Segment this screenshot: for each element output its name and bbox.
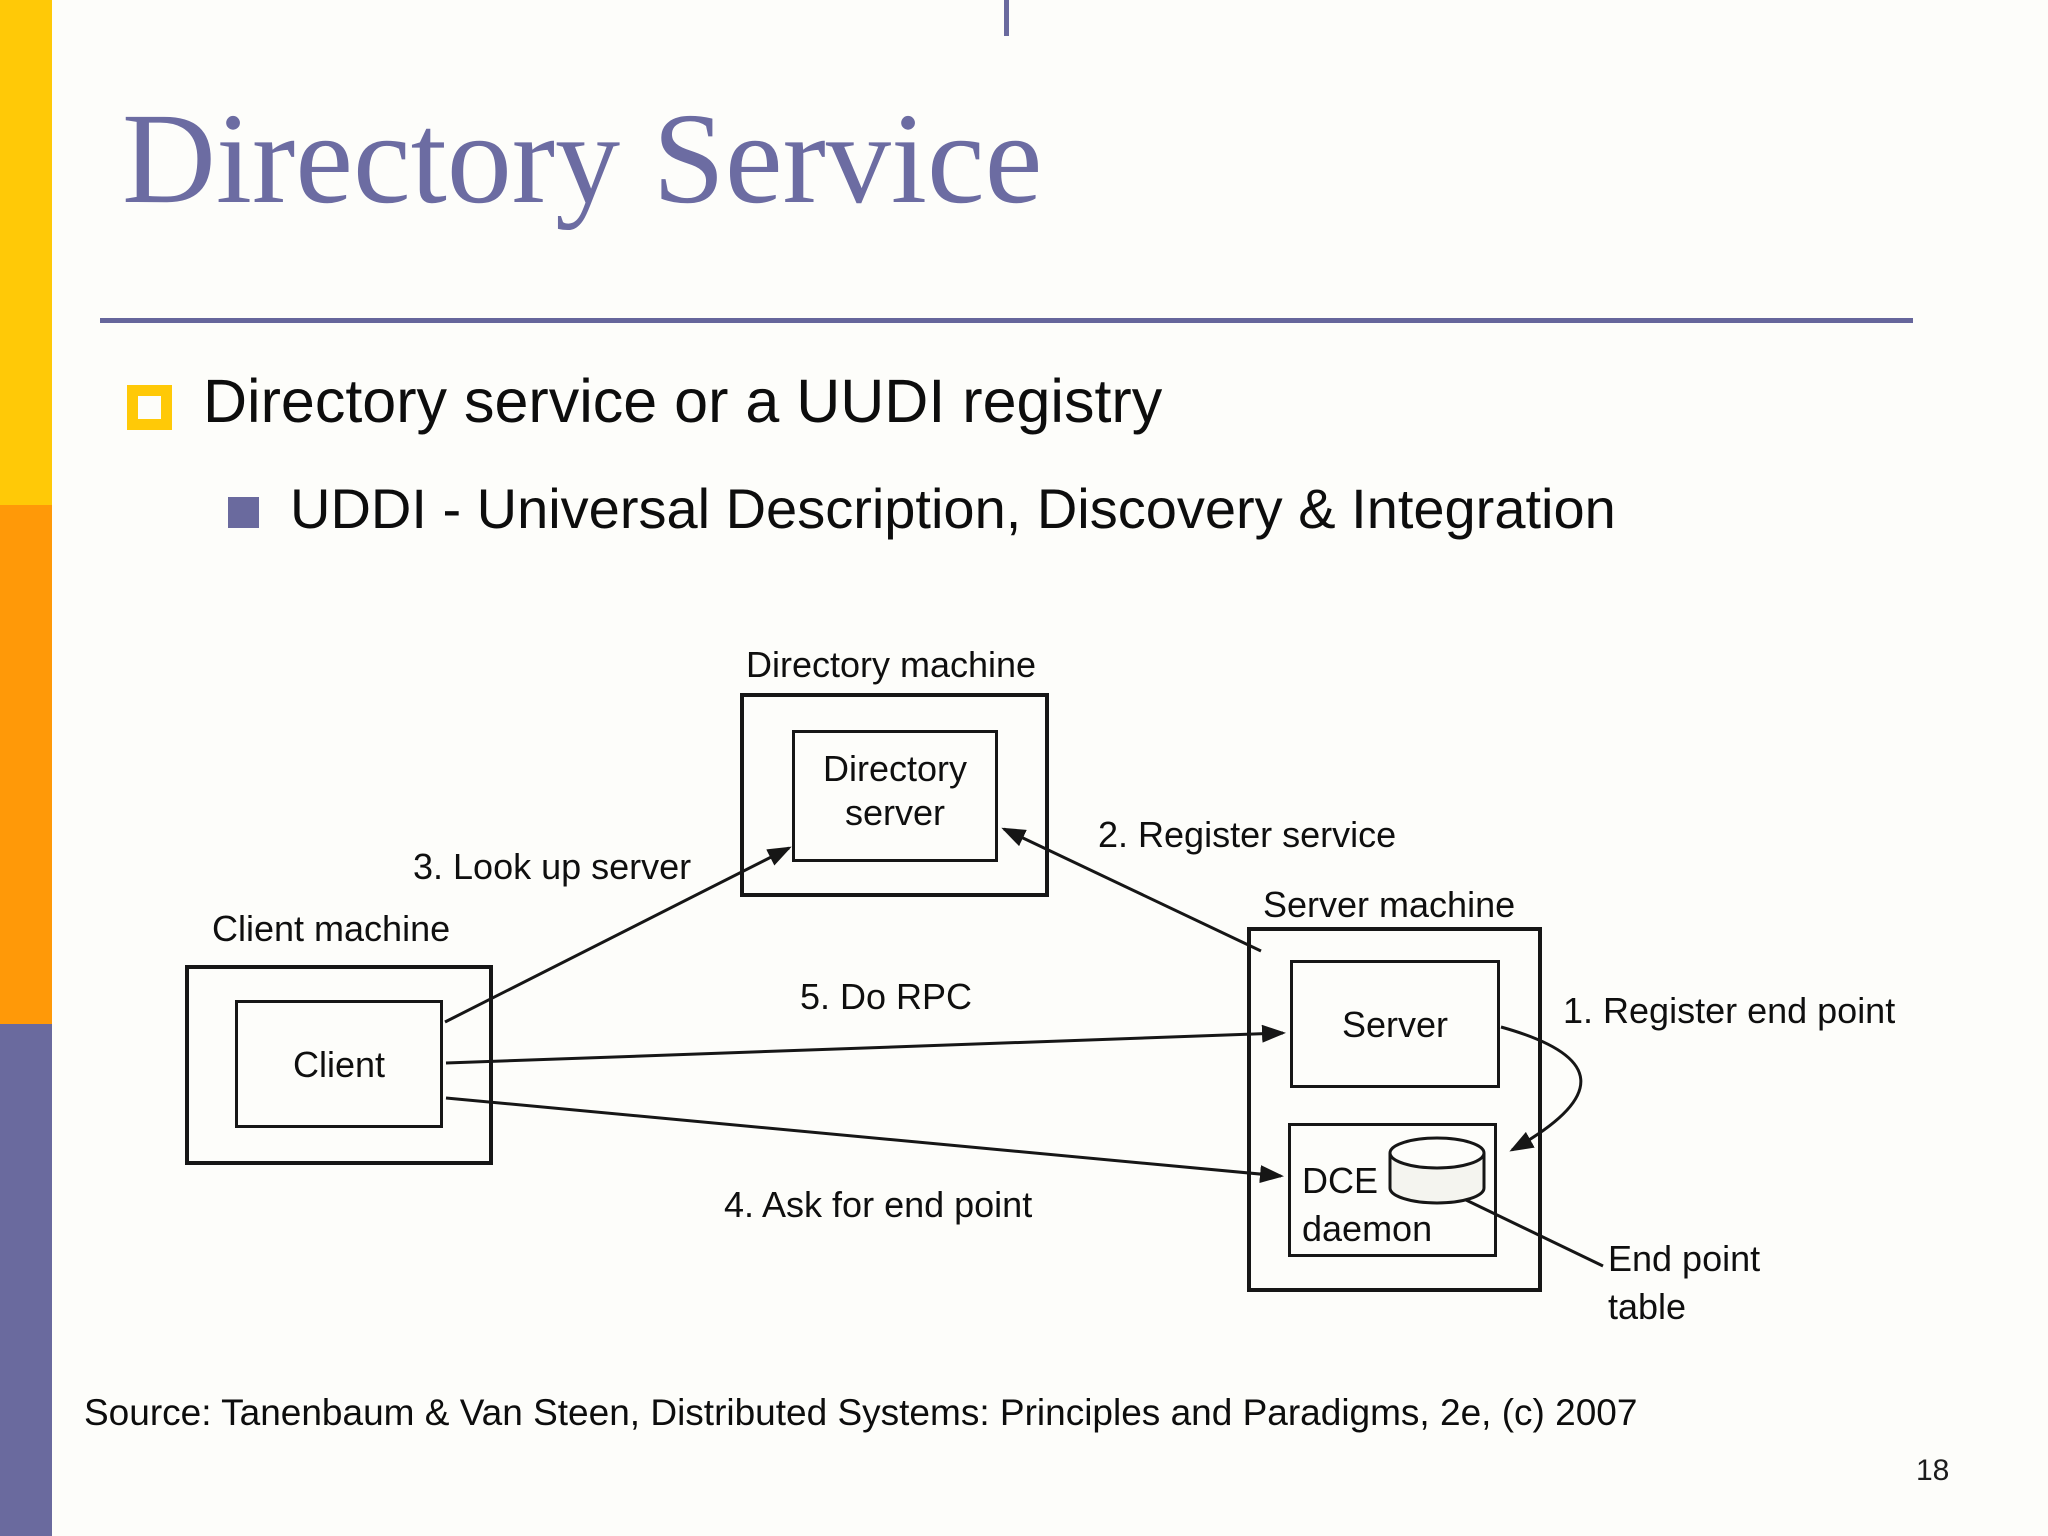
server-label: Server <box>1341 1004 1449 1045</box>
directory-server-label-line2: server <box>844 792 946 833</box>
bullet-square-hollow-icon <box>127 385 172 430</box>
client-machine-label: Client machine <box>212 908 451 949</box>
endpoint-table-label-line1: End point <box>1608 1238 1761 1279</box>
directory-machine-box <box>740 693 1049 897</box>
directory-server-label-line1: Directory <box>822 748 968 789</box>
client-box <box>235 1000 443 1128</box>
step-ask-endpoint-label: 4. Ask for end point <box>724 1184 1033 1225</box>
step-register-endpoint-label: 1. Register end point <box>1563 990 1896 1031</box>
slide-title: Directory Service <box>122 87 1043 231</box>
client-label: Client <box>292 1044 386 1085</box>
step-do-rpc-label: 5. Do RPC <box>800 976 973 1017</box>
top-accent-tick <box>1004 0 1009 36</box>
page-number: 18 <box>1916 1454 1950 1487</box>
left-bar-purple <box>0 1024 52 1536</box>
endpoint-table-label-line2: table <box>1608 1286 1687 1327</box>
dce-daemon-label-line2: daemon <box>1302 1208 1433 1249</box>
arrow-ask-endpoint <box>445 1096 1284 1184</box>
server-box <box>1290 960 1500 1088</box>
bullet-2-text: UDDI - Universal Description, Discovery … <box>290 477 1616 540</box>
left-bar-orange <box>0 505 52 1024</box>
bullet-1-text: Directory service or a UUDI registry <box>203 367 1163 435</box>
left-bar-yellow <box>0 0 52 505</box>
step-register-service-label: 2. Register service <box>1098 814 1397 855</box>
source-citation: Source: Tanenbaum & Van Steen, Distribut… <box>84 1392 1638 1433</box>
dce-daemon-box <box>1288 1123 1497 1257</box>
bullet-square-filled-icon <box>228 497 259 528</box>
directory-server-box <box>792 730 998 862</box>
server-machine-label: Server machine <box>1263 884 1516 925</box>
title-divider-rule <box>100 318 1913 323</box>
client-machine-box <box>185 965 493 1165</box>
server-machine-box <box>1247 927 1542 1292</box>
directory-machine-label: Directory machine <box>745 644 1037 685</box>
dce-daemon-label-line1: DCE <box>1302 1160 1379 1201</box>
arrow-do-rpc <box>445 1024 1286 1065</box>
step-lookup-label: 3. Look up server <box>413 846 692 887</box>
